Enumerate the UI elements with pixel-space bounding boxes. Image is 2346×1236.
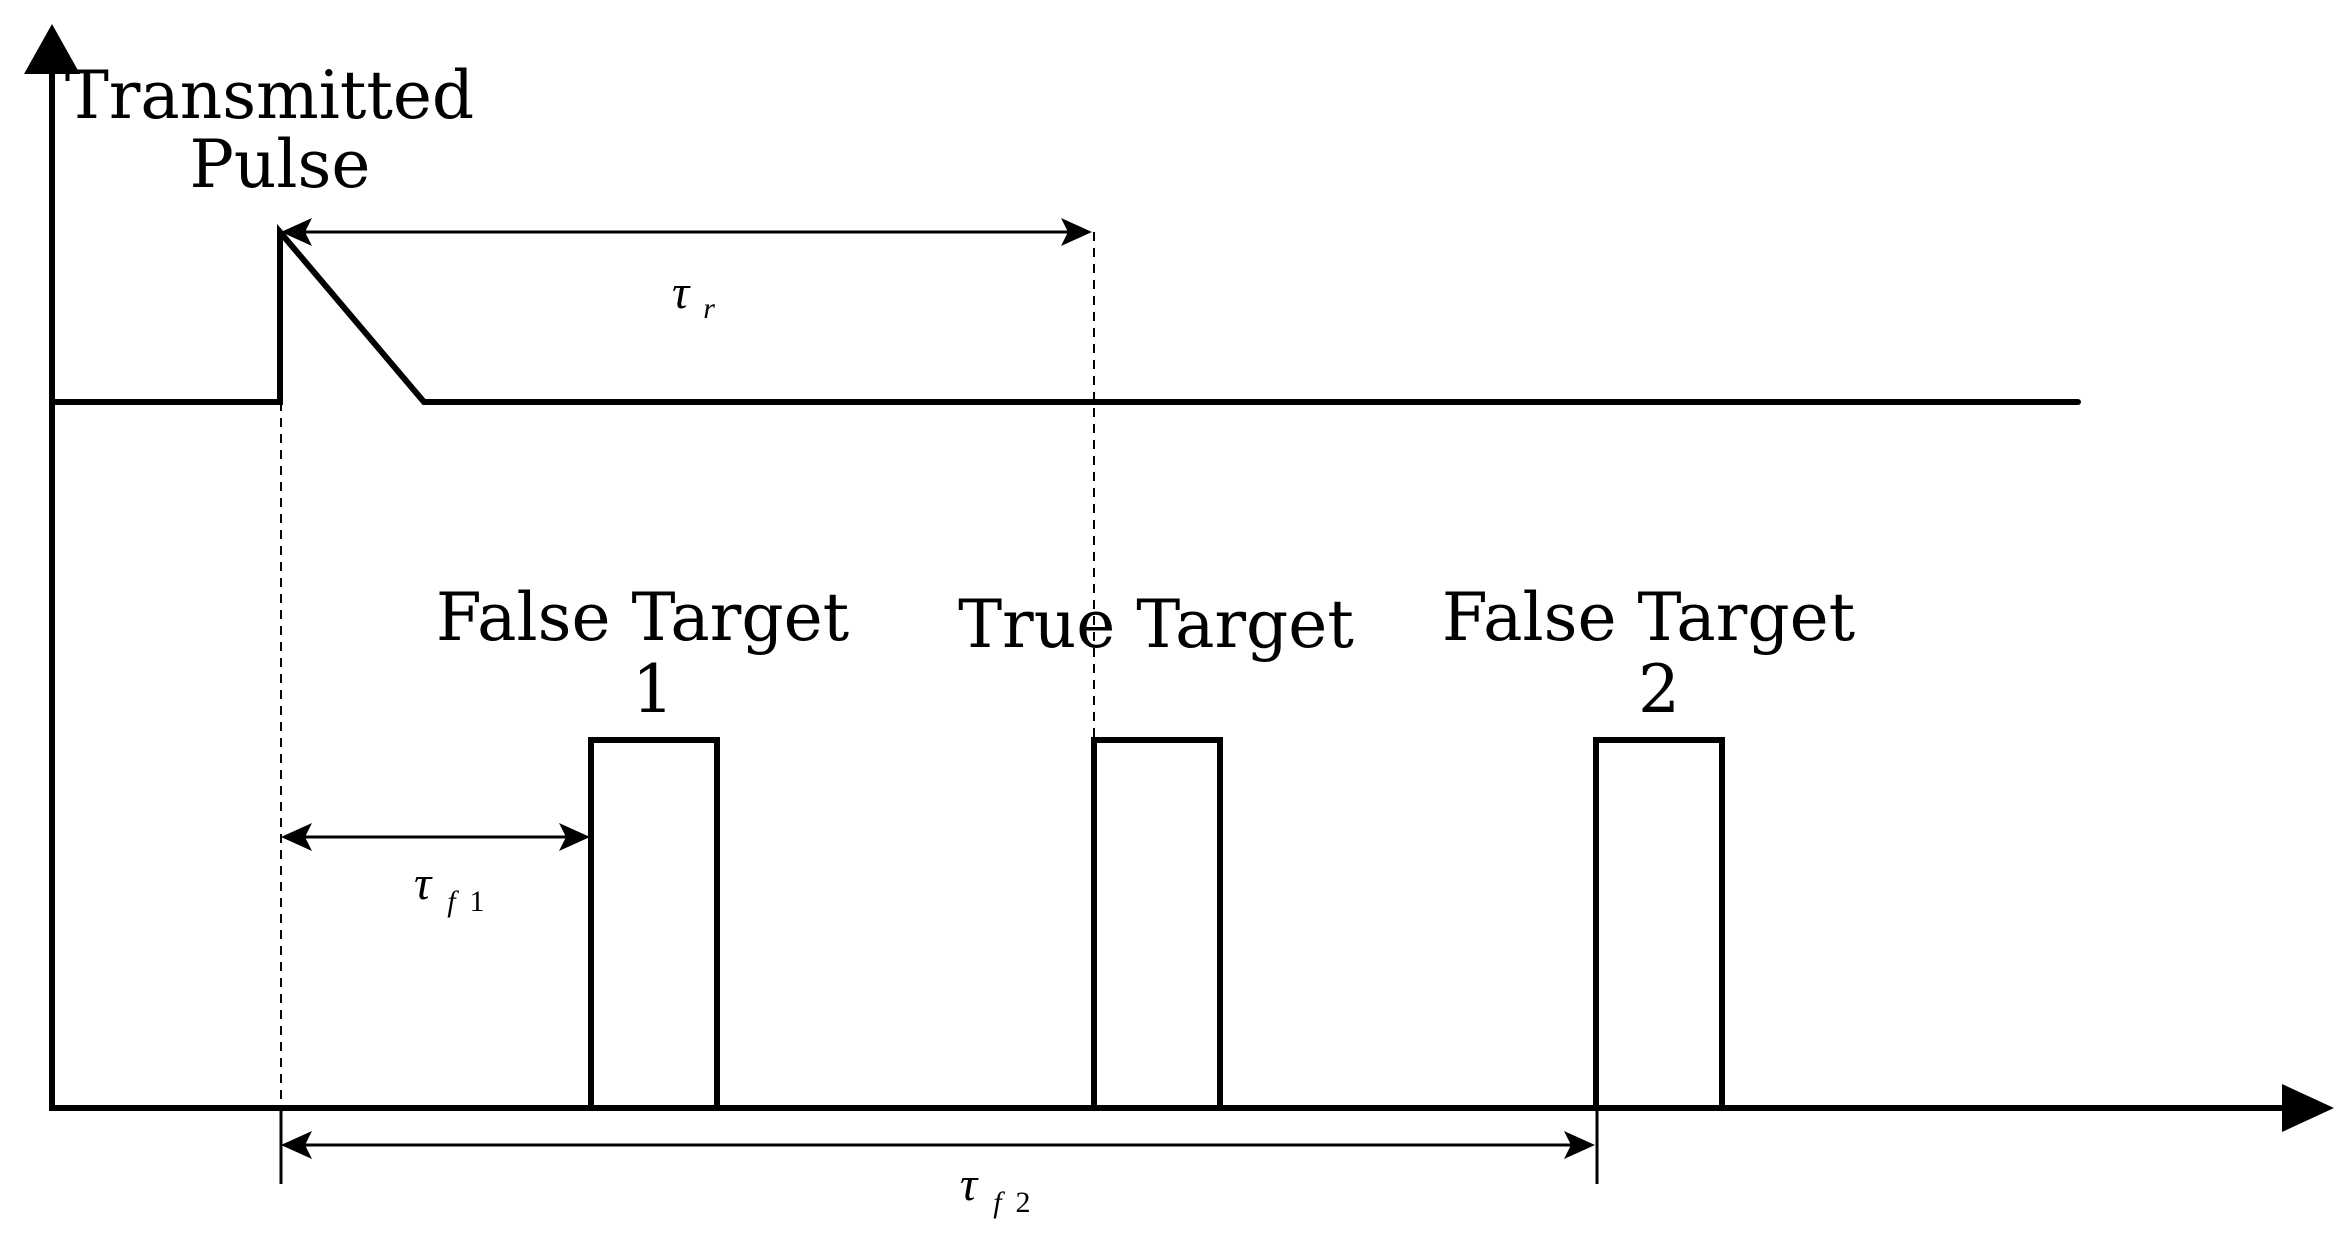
tau-f2-symbol: τ [960,1158,979,1211]
tau-f1-arrow-left-head [281,823,312,851]
tau-f1-symbol: τ [414,857,433,910]
delay-arrows [281,218,1595,1159]
tau-f2-arrow-right-head [1564,1131,1595,1159]
transmitted-pulse-line [49,223,2081,405]
tau-f1-subscript-index: 1 [470,885,485,918]
tau-f1-arrow-right-head [559,823,590,851]
transmitted-pulse-waveform [49,223,2081,405]
tau-r-subscript: r [703,292,715,325]
transmitted-pulse-label: Transmitted Pulse [65,57,495,203]
tau-r-arrow-right-head [1061,218,1092,246]
tau-r-symbol: τ [672,266,691,319]
tau-r-arrow-left-head [281,218,312,246]
reference-lines [279,232,1599,1184]
false-target-1-label-line-1: False Target [436,579,849,656]
false-target-2-pulse [1593,737,1725,1111]
tau-f2-arrow-left-head [281,1131,312,1159]
false-target-1-label-line-2: 1 [632,651,674,728]
tau-f1-subscript: f [447,885,459,918]
x-axis-arrowhead [2282,1084,2334,1132]
tau-r-label: τ r [672,266,715,325]
true-target-label: True Target [958,586,1354,663]
y-axis-arrowhead [24,24,80,74]
tau-f2-subscript-index: 2 [1016,1186,1031,1219]
axes [24,24,2334,1132]
echo-pulses [588,737,1725,1111]
false-target-2-label: False Target 2 [1442,579,1876,728]
tau-f2-subscript: f [993,1186,1005,1219]
false-target-2-label-line-1: False Target [1442,579,1855,656]
tau-f1-label: τ f 1 [414,857,485,922]
transmitted-pulse-label-line-2: Pulse [190,126,371,203]
false-target-2-label-line-2: 2 [1638,651,1680,728]
tau-f2-label: τ f 2 [960,1158,1031,1223]
false-target-1-label: False Target 1 [436,579,870,728]
false-target-1-pulse [588,737,720,1111]
true-target-pulse [1091,737,1223,1111]
transmitted-pulse-label-line-1: Transmitted [65,57,474,134]
